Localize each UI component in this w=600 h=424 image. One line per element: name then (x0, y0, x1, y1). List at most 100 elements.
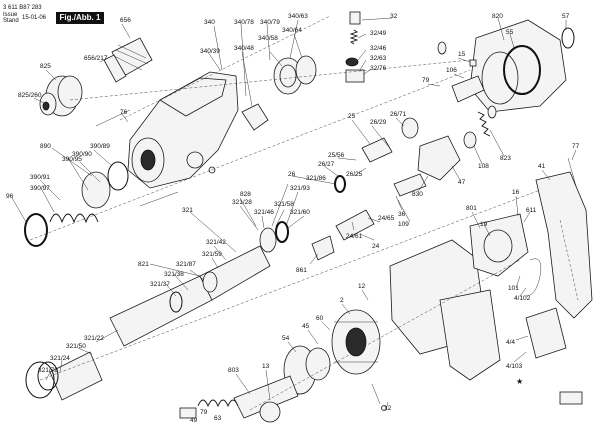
plate-340-48 (241, 103, 269, 131)
callout-25-56: 25/56 (328, 152, 345, 159)
callout-12-top: 12 (358, 283, 366, 290)
callout-106: 106 (446, 67, 457, 74)
callout-321-46: 321/46 (254, 209, 274, 216)
callout-321: 321 (182, 207, 193, 214)
callout-19: 19 (480, 221, 488, 228)
callout-13: 13 (262, 363, 270, 370)
callout-55: 55 (506, 29, 514, 36)
callout-24-65: 24/65 (378, 215, 395, 222)
callout-890: 890 (40, 143, 51, 150)
callout-32: 32 (390, 13, 398, 20)
callout-24: 24 (372, 243, 380, 250)
callout-26-27: 26/27 (318, 161, 335, 168)
callout-32-49: 32/49 (370, 30, 387, 37)
callout-390-95: 390/95 (62, 156, 82, 163)
callout-321-24: 321/24 (50, 355, 70, 362)
callout-108: 108 (478, 163, 489, 170)
bearing-parts (437, 41, 485, 103)
switch-parts-32 (345, 11, 365, 83)
callout-821: 821 (138, 261, 149, 268)
callout-77: 77 (572, 143, 580, 150)
callout-54: 54 (282, 335, 290, 342)
callout-321-50: 321/50 (66, 343, 86, 350)
callout-76: 76 (120, 109, 128, 116)
callout-823: 823 (500, 155, 511, 162)
callout-340-64: 340/64 (282, 27, 302, 34)
callout-321-59: 321/59 (202, 251, 222, 258)
issue-date: 15-01-06 (22, 15, 47, 21)
gear-set-830 (417, 105, 497, 181)
callout-12-bottom: 12 (384, 405, 392, 412)
callout-321-37: 321/37 (150, 281, 170, 288)
callout-340-58: 340/58 (258, 35, 278, 42)
callout-16: 16 (512, 189, 520, 196)
callout-60: 60 (316, 315, 324, 322)
callout-340-48: 340/48 (234, 45, 254, 52)
callout-321-38: 321/38 (164, 271, 184, 278)
switch-4 (525, 307, 583, 405)
callout-801: 801 (466, 205, 477, 212)
callout-820: 820 (492, 13, 503, 20)
callout-2: 2 (340, 297, 344, 304)
callout-63: 63 (214, 415, 222, 422)
callout-79-bottom: 79 (200, 409, 208, 416)
chuck-656 (103, 37, 153, 83)
callout-49: 49 (190, 417, 198, 424)
callout-26-71: 26/71 (390, 111, 407, 118)
part-number: 3 611 B87 283 (3, 5, 42, 11)
callout-321-22: 321/22 (84, 335, 104, 342)
adapter-825 (39, 75, 83, 117)
callout-32-63: 32/63 (370, 55, 387, 62)
callout-390-97: 390/97 (30, 185, 50, 192)
callout-828: 828 (240, 191, 251, 198)
callout-321-42: 321/42 (206, 239, 226, 246)
callout-340-63: 340/63 (288, 13, 308, 20)
callout-321-86: 321/86 (306, 175, 326, 182)
callout-101: 101 (508, 285, 519, 292)
callout-321-72: 321/72 (38, 367, 58, 374)
callout-57: 57 (562, 13, 570, 20)
callout-340: 340 (204, 19, 215, 26)
percussion-shaft-24 (311, 209, 375, 261)
gear-housing-340 (127, 71, 239, 189)
motor-housing-801 (389, 213, 542, 381)
callout-321-28: 321/28 (232, 199, 252, 206)
star-marker: ★ (516, 377, 523, 386)
callout-26-29: 26/29 (370, 119, 387, 126)
callout-32-46: 32/46 (370, 45, 387, 52)
callout-656-217: 656/217 (84, 55, 108, 62)
callout-41: 41 (538, 163, 546, 170)
callout-labels: 340 340/78 340/79 340/63 340/39 340/48 3… (6, 13, 580, 424)
callout-25: 25 (348, 113, 356, 120)
fan-803 (179, 401, 281, 423)
seal-rings-340 (273, 55, 317, 95)
barrel-assembly-321 (25, 221, 289, 401)
callout-321-93: 321/93 (290, 185, 310, 192)
callout-830: 830 (412, 191, 423, 198)
callout-803: 803 (228, 367, 239, 374)
callout-321-87: 321/87 (176, 261, 196, 268)
callout-47: 47 (458, 179, 466, 186)
callout-4-102: 4/102 (514, 295, 531, 302)
shaft-assembly-25 (334, 117, 427, 197)
screws (95, 109, 577, 411)
callout-340-39: 340/39 (200, 48, 220, 55)
callout-861: 861 (296, 267, 307, 274)
callout-321-60: 321/60 (290, 209, 310, 216)
callout-340-79: 340/79 (260, 19, 280, 26)
issue-label: Issue (3, 12, 18, 18)
callout-390-91: 390/91 (30, 174, 50, 181)
callout-321-58: 321/58 (274, 201, 294, 208)
callout-656: 656 (120, 17, 131, 24)
callout-390-90: 390/90 (72, 151, 92, 158)
callout-96: 96 (6, 193, 14, 200)
callout-32-76: 32/76 (370, 65, 387, 72)
callout-340-78: 340/78 (234, 19, 254, 26)
callout-390-89: 390/89 (90, 143, 110, 150)
ring-set-890 (24, 161, 129, 247)
callout-4-103: 4/103 (506, 363, 523, 370)
stand-label: Stand (3, 18, 19, 24)
callout-825: 825 (40, 63, 51, 70)
callout-109: 109 (398, 221, 409, 228)
callout-79: 79 (422, 77, 430, 84)
